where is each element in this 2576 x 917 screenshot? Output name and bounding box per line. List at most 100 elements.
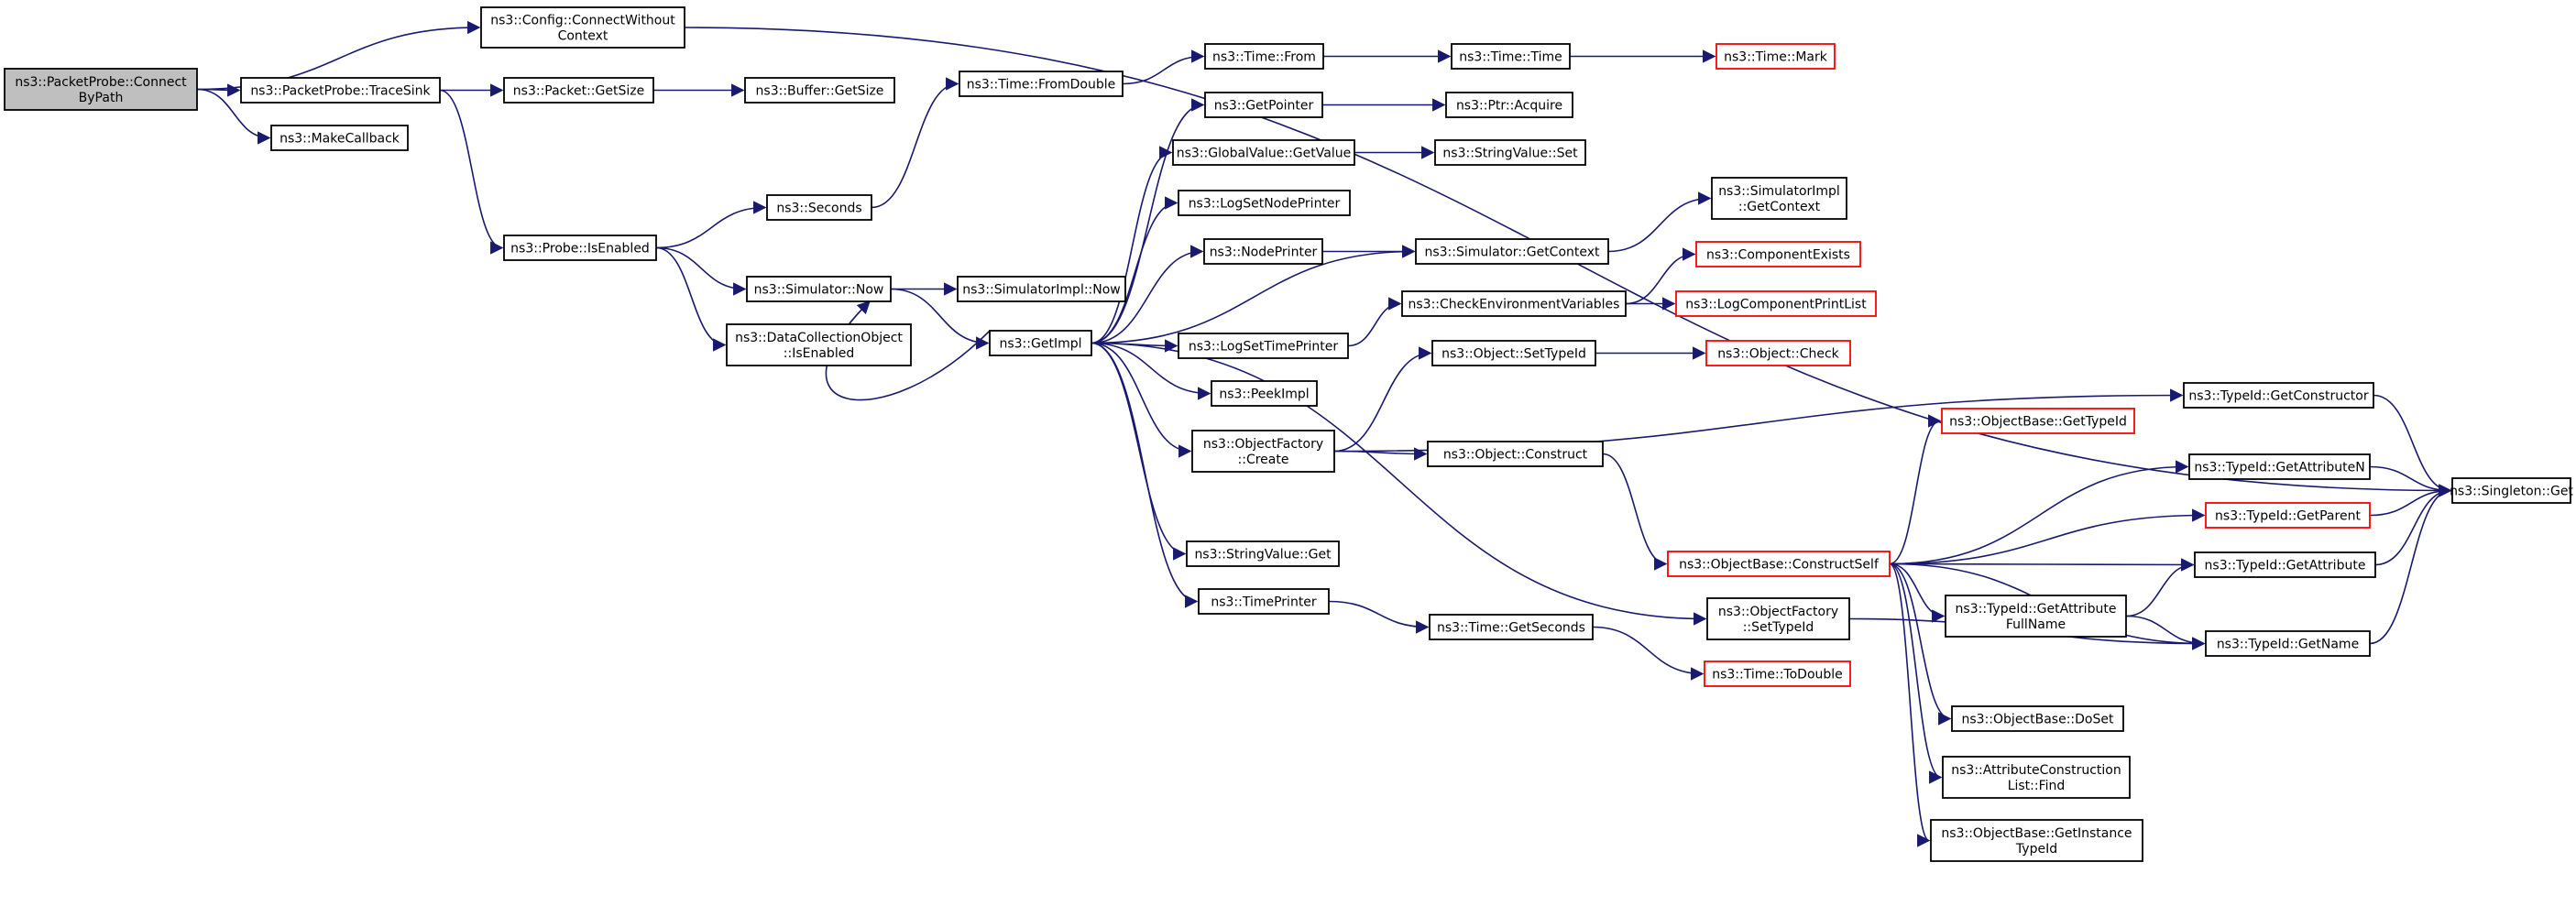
call-edge-getimpl-to-lognode bbox=[1091, 196, 1178, 344]
node-box bbox=[1204, 92, 1323, 118]
function-node-timeprinter[interactable]: ns3::TimePrinter bbox=[1198, 588, 1330, 615]
call-edge-getseconds-to-todouble bbox=[1592, 626, 1705, 681]
node-box bbox=[957, 276, 1126, 302]
function-node-mark[interactable]: ns3::Time::Mark bbox=[1716, 43, 1836, 70]
function-node-simctx[interactable]: ns3::Simulator::GetContext bbox=[1415, 238, 1609, 265]
function-node-simnow[interactable]: ns3::Simulator::Now bbox=[746, 276, 892, 302]
call-edge-getname-to-singleton bbox=[2369, 484, 2452, 645]
function-node-trace[interactable]: ns3::PacketProbe::TraceSink bbox=[240, 77, 441, 104]
node-box bbox=[503, 235, 657, 261]
node-label: ByPath bbox=[79, 91, 124, 105]
function-node-getattr[interactable]: ns3::TypeId::GetAttribute bbox=[2194, 551, 2376, 578]
call-edge-getimpl-to-simctx bbox=[1091, 245, 1416, 344]
node-label: ns3::TypeId::GetAttributeN bbox=[2194, 461, 2364, 475]
node-label: ns3::Probe::IsEnabled bbox=[510, 242, 650, 257]
function-node-getimpl[interactable]: ns3::GetImpl bbox=[989, 330, 1092, 356]
call-edge-timeprinter-to-getseconds bbox=[1328, 600, 1430, 634]
call-edge-cself-to-objbasetid bbox=[1889, 414, 1942, 565]
function-node-from[interactable]: ns3::Time::From bbox=[1204, 43, 1324, 70]
call-edges bbox=[196, 20, 2452, 847]
node-box bbox=[1945, 595, 2127, 638]
call-edge-getimpl-to-timeprinter bbox=[1091, 342, 1199, 608]
function-node-objcheck[interactable]: ns3::Object::Check bbox=[1705, 340, 1851, 366]
node-label: List::Find bbox=[2008, 779, 2066, 793]
function-node-logtime[interactable]: ns3::LogSetTimePrinter bbox=[1178, 333, 1349, 359]
function-node-checkenv[interactable]: ns3::CheckEnvironmentVariables bbox=[1401, 290, 1627, 317]
node-label: ns3::ObjectBase::DoSet bbox=[1962, 713, 2114, 727]
node-box bbox=[1716, 43, 1836, 70]
function-node-nodeprinter[interactable]: ns3::NodePrinter bbox=[1203, 238, 1323, 265]
node-label: ns3::Time::FromDouble bbox=[967, 78, 1116, 93]
call-edge-simnow-to-getimpl bbox=[890, 288, 990, 350]
node-label: ns3::GetPointer bbox=[1214, 99, 1314, 114]
function-node-logprint[interactable]: ns3::LogComponentPrintList bbox=[1675, 290, 1877, 317]
function-node-getname[interactable]: ns3::TypeId::GetName bbox=[2205, 630, 2371, 657]
node-label: ns3::Object::SetTypeId bbox=[1441, 347, 1586, 362]
function-node-makecb[interactable]: ns3::MakeCallback bbox=[270, 125, 409, 151]
function-node-implnow[interactable]: ns3::SimulatorImpl::Now bbox=[957, 276, 1126, 302]
function-node-svset[interactable]: ns3::StringValue::Set bbox=[1434, 139, 1586, 166]
call-edge-objconstruct-to-cself bbox=[1602, 453, 1668, 571]
function-node-gvget[interactable]: ns3::GlobalValue::GetValue bbox=[1172, 139, 1355, 166]
function-node-fromdouble[interactable]: ns3::Time::FromDouble bbox=[959, 71, 1124, 97]
function-node-cself[interactable]: ns3::ObjectBase::ConstructSelf bbox=[1667, 551, 1891, 577]
node-box bbox=[2205, 630, 2371, 657]
function-node-seconds[interactable]: ns3::Seconds bbox=[766, 194, 872, 221]
function-node-peekimpl[interactable]: ns3::PeekImpl bbox=[1211, 380, 1318, 407]
node-label: ns3::Time::From bbox=[1212, 50, 1316, 65]
node-box bbox=[2194, 551, 2376, 578]
function-node-settypeid[interactable]: ns3::Object::SetTypeId bbox=[1431, 340, 1596, 366]
function-node-getattrn[interactable]: ns3::TypeId::GetAttributeN bbox=[2188, 453, 2371, 480]
function-node-getparent[interactable]: ns3::TypeId::GetParent bbox=[2205, 502, 2371, 529]
function-node-acquire[interactable]: ns3::Ptr::Acquire bbox=[1445, 92, 1573, 118]
function-node-time[interactable]: ns3::Time::Time bbox=[1451, 43, 1571, 70]
node-label: ns3::TimePrinter bbox=[1211, 595, 1317, 610]
node-label: ns3::PeekImpl bbox=[1219, 388, 1309, 402]
call-edge-cself-to-attrfull bbox=[1889, 562, 1946, 623]
node-label: ns3::Buffer::GetSize bbox=[756, 84, 884, 99]
call-edge-logtime-to-checkenv bbox=[1347, 297, 1402, 347]
function-node-getseconds[interactable]: ns3::Time::GetSeconds bbox=[1429, 614, 1594, 640]
node-box bbox=[1704, 660, 1851, 687]
node-label: ns3::NodePrinter bbox=[1210, 246, 1318, 260]
node-box bbox=[1711, 177, 1847, 220]
function-node-svget[interactable]: ns3::StringValue::Get bbox=[1186, 540, 1340, 567]
function-node-getptr[interactable]: ns3::GetPointer bbox=[1204, 92, 1323, 118]
function-node-ofsettid[interactable]: ns3::ObjectFactory::SetTypeId bbox=[1706, 597, 1850, 640]
call-edge-probe-to-simnow bbox=[655, 246, 747, 296]
function-node-objconstruct[interactable]: ns3::Object::Construct bbox=[1427, 441, 1604, 467]
function-node-probe[interactable]: ns3::Probe::IsEnabled bbox=[503, 235, 657, 261]
node-label: ns3::Singleton::Get bbox=[2450, 485, 2573, 499]
function-node-dco[interactable]: ns3::DataCollectionObject::IsEnabled bbox=[726, 323, 912, 366]
node-box bbox=[1172, 139, 1355, 166]
node-box bbox=[1211, 380, 1318, 407]
function-node-compexists[interactable]: ns3::ComponentExists bbox=[1695, 241, 1861, 267]
function-node-bufsize[interactable]: ns3::Buffer::GetSize bbox=[744, 77, 895, 104]
node-box bbox=[1178, 190, 1351, 216]
function-node-implctx[interactable]: ns3::SimulatorImpl::GetContext bbox=[1711, 177, 1847, 220]
function-node-objbasetid[interactable]: ns3::ObjectBase::GetTypeId bbox=[1941, 408, 2135, 434]
function-node-pktsize[interactable]: ns3::Packet::GetSize bbox=[503, 77, 654, 104]
node-label: ns3::LogSetTimePrinter bbox=[1189, 340, 1339, 355]
node-box bbox=[1951, 705, 2124, 732]
node-label: ::SetTypeId bbox=[1743, 620, 1814, 635]
node-box bbox=[1705, 340, 1851, 366]
function-node-ofcreate[interactable]: ns3::ObjectFactory::Create bbox=[1191, 430, 1335, 473]
call-edge-getimpl-to-peekimpl bbox=[1091, 342, 1211, 400]
function-node-lognode[interactable]: ns3::LogSetNodePrinter bbox=[1178, 190, 1351, 216]
function-node-doset[interactable]: ns3::ObjectBase::DoSet bbox=[1951, 705, 2124, 732]
function-node-getctor[interactable]: ns3::TypeId::GetConstructor bbox=[2183, 382, 2374, 409]
function-node-singleton[interactable]: ns3::Singleton::Get bbox=[2450, 477, 2573, 504]
call-edge-getimpl-to-ofcreate bbox=[1091, 342, 1192, 458]
function-node-todouble[interactable]: ns3::Time::ToDouble bbox=[1704, 660, 1851, 687]
node-box bbox=[1434, 139, 1586, 166]
node-label: ns3::ObjectBase::ConstructSelf bbox=[1679, 558, 1880, 573]
node-box bbox=[4, 68, 198, 111]
call-edge-getimpl-to-gvget bbox=[1091, 146, 1173, 344]
